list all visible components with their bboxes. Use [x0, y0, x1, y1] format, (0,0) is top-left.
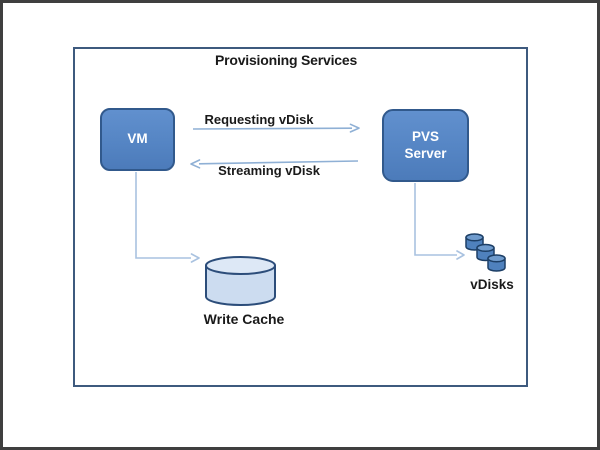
pvs-server-label-line1: PVS: [411, 128, 439, 144]
streaming-vdisk-arrow: [190, 159, 359, 169]
write-cache-cylinder-icon: [205, 256, 276, 306]
vm-to-write-cache-connector: [135, 172, 200, 263]
diagram-frame: [73, 47, 528, 387]
pvs-to-vdisks-connector: [414, 183, 465, 260]
node-pvs-server: PVS Server: [382, 109, 469, 182]
diagram-title: Provisioning Services: [214, 52, 358, 68]
requesting-vdisk-label: Requesting vDisk: [204, 112, 314, 127]
vm-label: VM: [127, 131, 148, 147]
vdisk-cylinder-icon: [487, 254, 506, 272]
vdisks-stack-icon: [465, 233, 506, 272]
pvs-server-label-line2: Server: [404, 145, 447, 161]
requesting-vdisk-arrow: [192, 123, 360, 133]
write-cache-label: Write Cache: [203, 311, 285, 327]
streaming-vdisk-label: Streaming vDisk: [218, 163, 320, 178]
vdisks-label: vDisks: [470, 277, 514, 292]
diagram-graphics-layer: [135, 123, 506, 306]
node-vm: VM: [100, 108, 175, 171]
